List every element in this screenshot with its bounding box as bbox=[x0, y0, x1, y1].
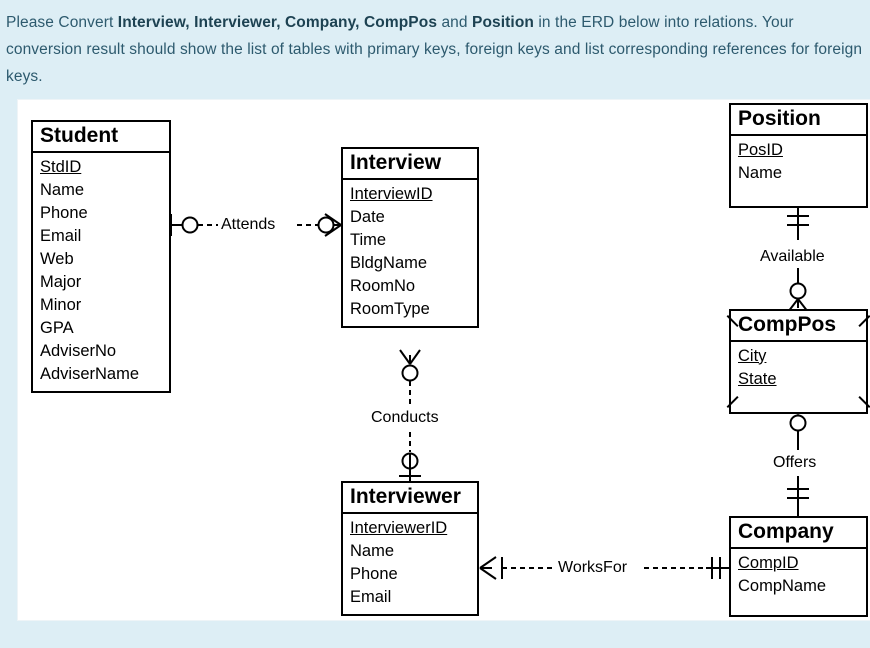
attribute-advisername: AdviserName bbox=[40, 364, 140, 383]
entity-title-interviewer: Interviewer bbox=[343, 483, 477, 514]
attribute-list-interview: InterviewID Date Time BldgName RoomNo Ro… bbox=[343, 180, 477, 326]
attribute-interviewid: InterviewID bbox=[350, 184, 433, 203]
entity-title-comppos: CompPos bbox=[731, 311, 866, 342]
attribute-interviewer-name: Name bbox=[350, 541, 395, 560]
entity-comppos[interactable]: CompPos City State bbox=[729, 309, 868, 414]
attribute-web: Web bbox=[40, 249, 74, 268]
attribute-bldgname: BldgName bbox=[350, 253, 428, 272]
attribute-compid: CompID bbox=[738, 553, 799, 572]
prompt-text-2: and bbox=[437, 14, 473, 31]
attribute-city: City bbox=[738, 346, 767, 365]
entity-interview[interactable]: Interview InterviewID Date Time BldgName… bbox=[341, 147, 479, 328]
attribute-date: Date bbox=[350, 207, 385, 226]
attribute-list-comppos: City State bbox=[731, 342, 866, 412]
relationship-label-conducts: Conducts bbox=[369, 408, 441, 428]
prompt-text-3: in the ERD below into relations. bbox=[533, 14, 758, 31]
question-prompt: Please Convert Interview, Interviewer, C… bbox=[0, 0, 870, 90]
attribute-adviserno: AdviserNo bbox=[40, 341, 117, 360]
prompt-line-3: references for foreign keys. bbox=[6, 41, 863, 85]
attribute-list-student: StdID Name Phone Email Web Major Minor G… bbox=[33, 153, 169, 391]
prompt-bold-position: Position bbox=[472, 14, 534, 31]
entity-student[interactable]: Student StdID Name Phone Email Web Major… bbox=[31, 120, 171, 393]
entity-position[interactable]: Position PosID Name bbox=[729, 103, 868, 208]
relationship-label-available: Available bbox=[758, 247, 827, 267]
attribute-time: Time bbox=[350, 230, 387, 249]
attribute-stdid: StdID bbox=[40, 157, 82, 176]
attribute-position-name: Name bbox=[738, 163, 783, 182]
relationship-label-attends: Attends bbox=[219, 215, 278, 235]
prompt-line-2: Your conversion result should show the l… bbox=[6, 14, 794, 58]
attribute-email: Email bbox=[40, 226, 82, 245]
attribute-interviewer-email: Email bbox=[350, 587, 392, 606]
attribute-phone: Phone bbox=[40, 203, 88, 222]
entity-company[interactable]: Company CompID CompName bbox=[729, 516, 868, 617]
attribute-minor: Minor bbox=[40, 295, 82, 314]
attribute-interviewer-phone: Phone bbox=[350, 564, 398, 583]
attribute-major: Major bbox=[40, 272, 82, 291]
entity-title-student: Student bbox=[33, 122, 169, 153]
attribute-interviewerid: InterviewerID bbox=[350, 518, 448, 537]
attribute-name: Name bbox=[40, 180, 85, 199]
attribute-posid: PosID bbox=[738, 140, 783, 159]
prompt-text-1: Please Convert bbox=[6, 14, 118, 31]
entity-title-position: Position bbox=[731, 105, 866, 136]
attribute-list-interviewer: InterviewerID Name Phone Email bbox=[343, 514, 477, 614]
attribute-roomno: RoomNo bbox=[350, 276, 416, 295]
attribute-compname: CompName bbox=[738, 576, 827, 595]
attribute-roomtype: RoomType bbox=[350, 299, 430, 318]
attribute-gpa: GPA bbox=[40, 318, 74, 337]
attribute-list-position: PosID Name bbox=[731, 136, 866, 206]
entity-title-company: Company bbox=[731, 518, 866, 549]
prompt-bold-entities: Interview, Interviewer, Company, CompPos bbox=[117, 14, 438, 31]
entity-title-interview: Interview bbox=[343, 149, 477, 180]
attribute-state: State bbox=[738, 369, 777, 388]
entity-interviewer[interactable]: Interviewer InterviewerID Name Phone Ema… bbox=[341, 481, 479, 616]
relationship-label-worksfor: WorksFor bbox=[556, 558, 630, 578]
attribute-list-company: CompID CompName bbox=[731, 549, 866, 615]
relationship-label-offers: Offers bbox=[771, 453, 819, 473]
